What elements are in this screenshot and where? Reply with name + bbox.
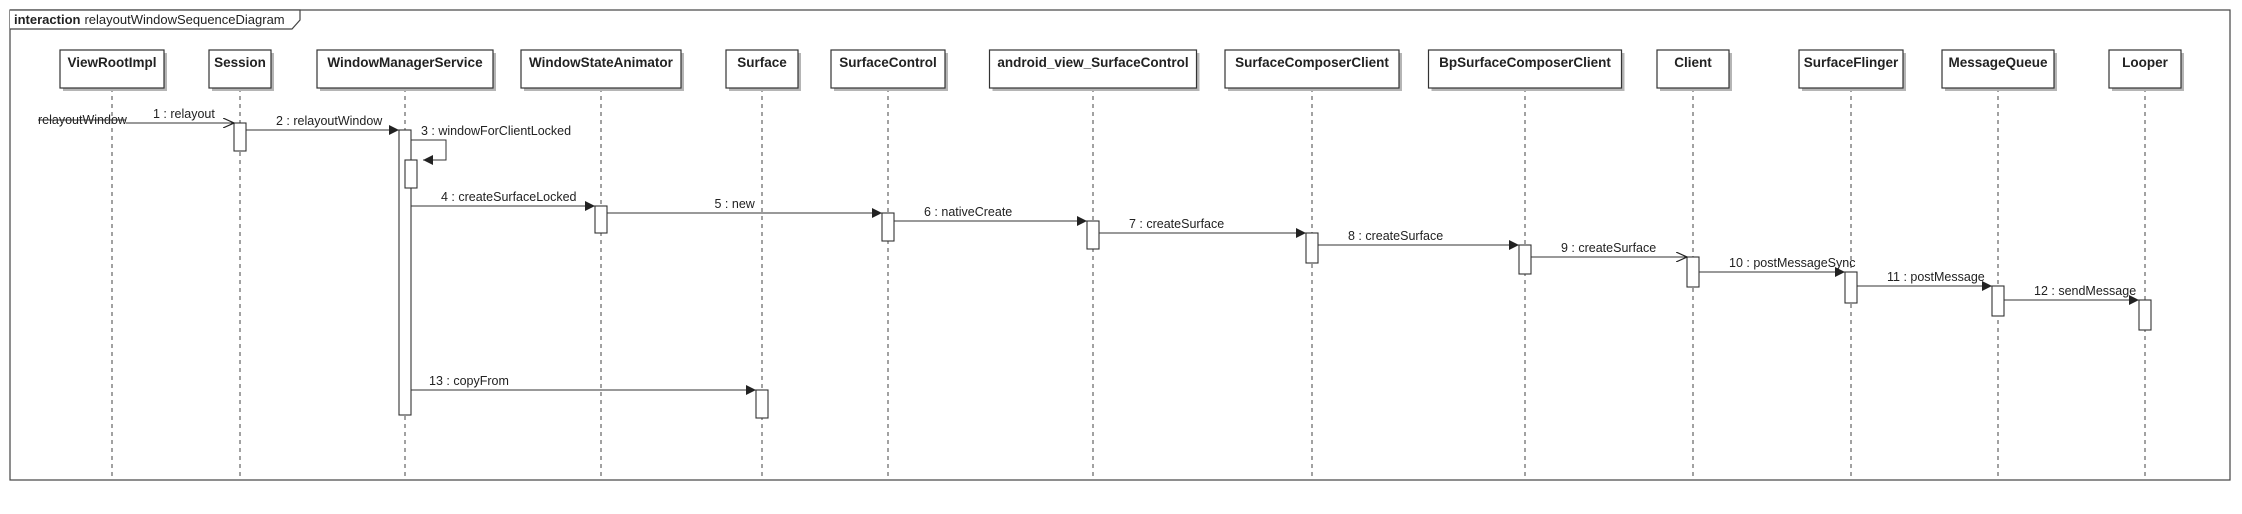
participant-name: MessageQueue [1948,55,2048,70]
found-message-label: relayoutWindow [38,113,128,127]
participant-BpSurfaceComposerClient[interactable]: BpSurfaceComposerClient [1427,49,1625,91]
participant-box [1427,49,1623,89]
frame-tab [10,9,301,30]
participant-box [1656,49,1730,89]
participant-name: Session [214,55,266,70]
activation-bar [1844,271,1858,304]
message-label: 7 : createSurface [1129,217,1224,231]
participant-MessageQueue[interactable]: MessageQueue [1941,49,2057,91]
participant-box [830,49,946,89]
activation-bar [233,122,247,152]
activation-bar [404,159,418,189]
participant-name: ViewRootImpl [67,55,156,70]
activation-bar [881,212,895,242]
message-label: 9 : createSurface [1561,241,1656,255]
participant-box [316,49,494,89]
participant-name: WindowManagerService [327,55,483,70]
participant-name: WindowStateAnimator [529,55,674,70]
participant-Session[interactable]: Session [208,49,274,91]
participant-ViewRootImpl[interactable]: ViewRootImpl [59,49,167,91]
message-label: 12 : sendMessage [2034,284,2136,298]
participant-box [2108,49,2182,89]
message-label: 11 : postMessage [1887,270,1985,284]
participant-name: android_view_SurfaceControl [997,55,1188,70]
activation-bar [1518,244,1532,275]
participant-name: SurfaceFlinger [1804,55,1899,70]
message-self-line [411,139,447,165]
participant-WindowManagerService[interactable]: WindowManagerService [316,49,496,91]
activation-bar [398,129,412,416]
participant-name: Looper [2122,55,2168,70]
message-label: 2 : relayoutWindow [276,114,383,128]
message-label: 1 : relayout [153,107,215,121]
participant-box [725,49,799,89]
activation-bar [1686,256,1700,288]
participant-box [59,49,165,89]
frame-name: relayoutWindowSequenceDiagram [84,12,284,27]
participant-box [520,49,682,89]
message-label: 6 : nativeCreate [924,205,1012,219]
activation-bar [1086,220,1100,250]
participant-box [988,49,1198,89]
participant-box [1941,49,2055,89]
participant-name: SurfaceControl [839,55,937,70]
activation-bar [1305,232,1319,264]
participant-Client[interactable]: Client [1656,49,1732,91]
message-label: 10 : postMessageSync [1729,256,1855,270]
activation-bar [1991,285,2005,317]
frame-keyword: interaction [14,12,81,27]
participant-name: SurfaceComposerClient [1235,55,1389,70]
activation-bar [2138,299,2152,331]
participant-name: Client [1674,55,1712,70]
message-label: 3 : windowForClientLocked [421,124,571,138]
participant-box [1798,49,1904,89]
lifelines [111,88,2146,480]
participant-Surface[interactable]: Surface [725,49,801,91]
participant-box [1224,49,1400,89]
activations [233,122,2152,419]
participant-box [208,49,272,89]
participant-SurfaceFlinger[interactable]: SurfaceFlinger [1798,49,1906,91]
message-label: 13 : copyFrom [429,374,509,388]
participant-SurfaceComposerClient[interactable]: SurfaceComposerClient [1224,49,1402,91]
message-label: 5 : new [715,197,756,211]
activation-bar [594,205,608,234]
participant-Looper[interactable]: Looper [2108,49,2184,91]
participant-name: BpSurfaceComposerClient [1439,55,1611,70]
participant-android_view_SurfaceControl[interactable]: android_view_SurfaceControl [988,49,1200,91]
message-label: 4 : createSurfaceLocked [441,190,577,204]
participant-SurfaceControl[interactable]: SurfaceControl [830,49,948,91]
participant-WindowStateAnimator[interactable]: WindowStateAnimator [520,49,684,91]
activation-bar [755,389,769,419]
participant-name: Surface [737,55,787,70]
participants: ViewRootImpl Session WindowManagerService W… [59,49,2184,91]
interaction-frame [9,9,2231,481]
message-label: 8 : createSurface [1348,229,1443,243]
messages: relayoutWindow 1 : relayout 2 : relayoutWi… [38,107,2139,395]
